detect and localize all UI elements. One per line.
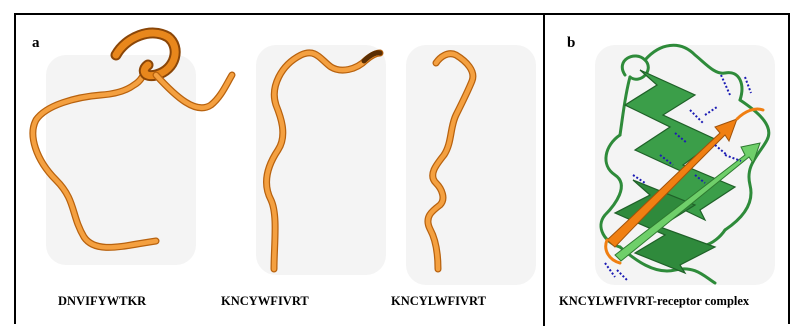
background-shade [46,55,196,265]
panel-a-artwork [29,27,536,285]
panel-divider [543,15,545,326]
panel-b-artwork [595,43,775,285]
background-shade [406,45,536,285]
figure-frame: a [14,13,790,326]
panel-a: a [16,15,543,324]
caption-structure-3: KNCYLWFIVRT [391,294,486,308]
caption-complex: KNCYLWFIVRT-receptor complex [559,294,750,308]
peptide-structure-3 [424,50,477,273]
panel-b: b [545,15,788,324]
receptor-strand [614,142,761,262]
panel-a-label: a [32,35,40,51]
peptide-strand [604,107,765,265]
background-shade [256,45,386,275]
caption-structure-2: KNCYWFIVRT [221,294,309,308]
peptide-structure-2 [263,49,384,273]
peptide-structure-1 [29,27,236,251]
panel-b-label: b [567,35,576,51]
hydrogen-bonds [604,74,752,281]
caption-structure-1: DNVIFYWTKR [58,294,147,308]
